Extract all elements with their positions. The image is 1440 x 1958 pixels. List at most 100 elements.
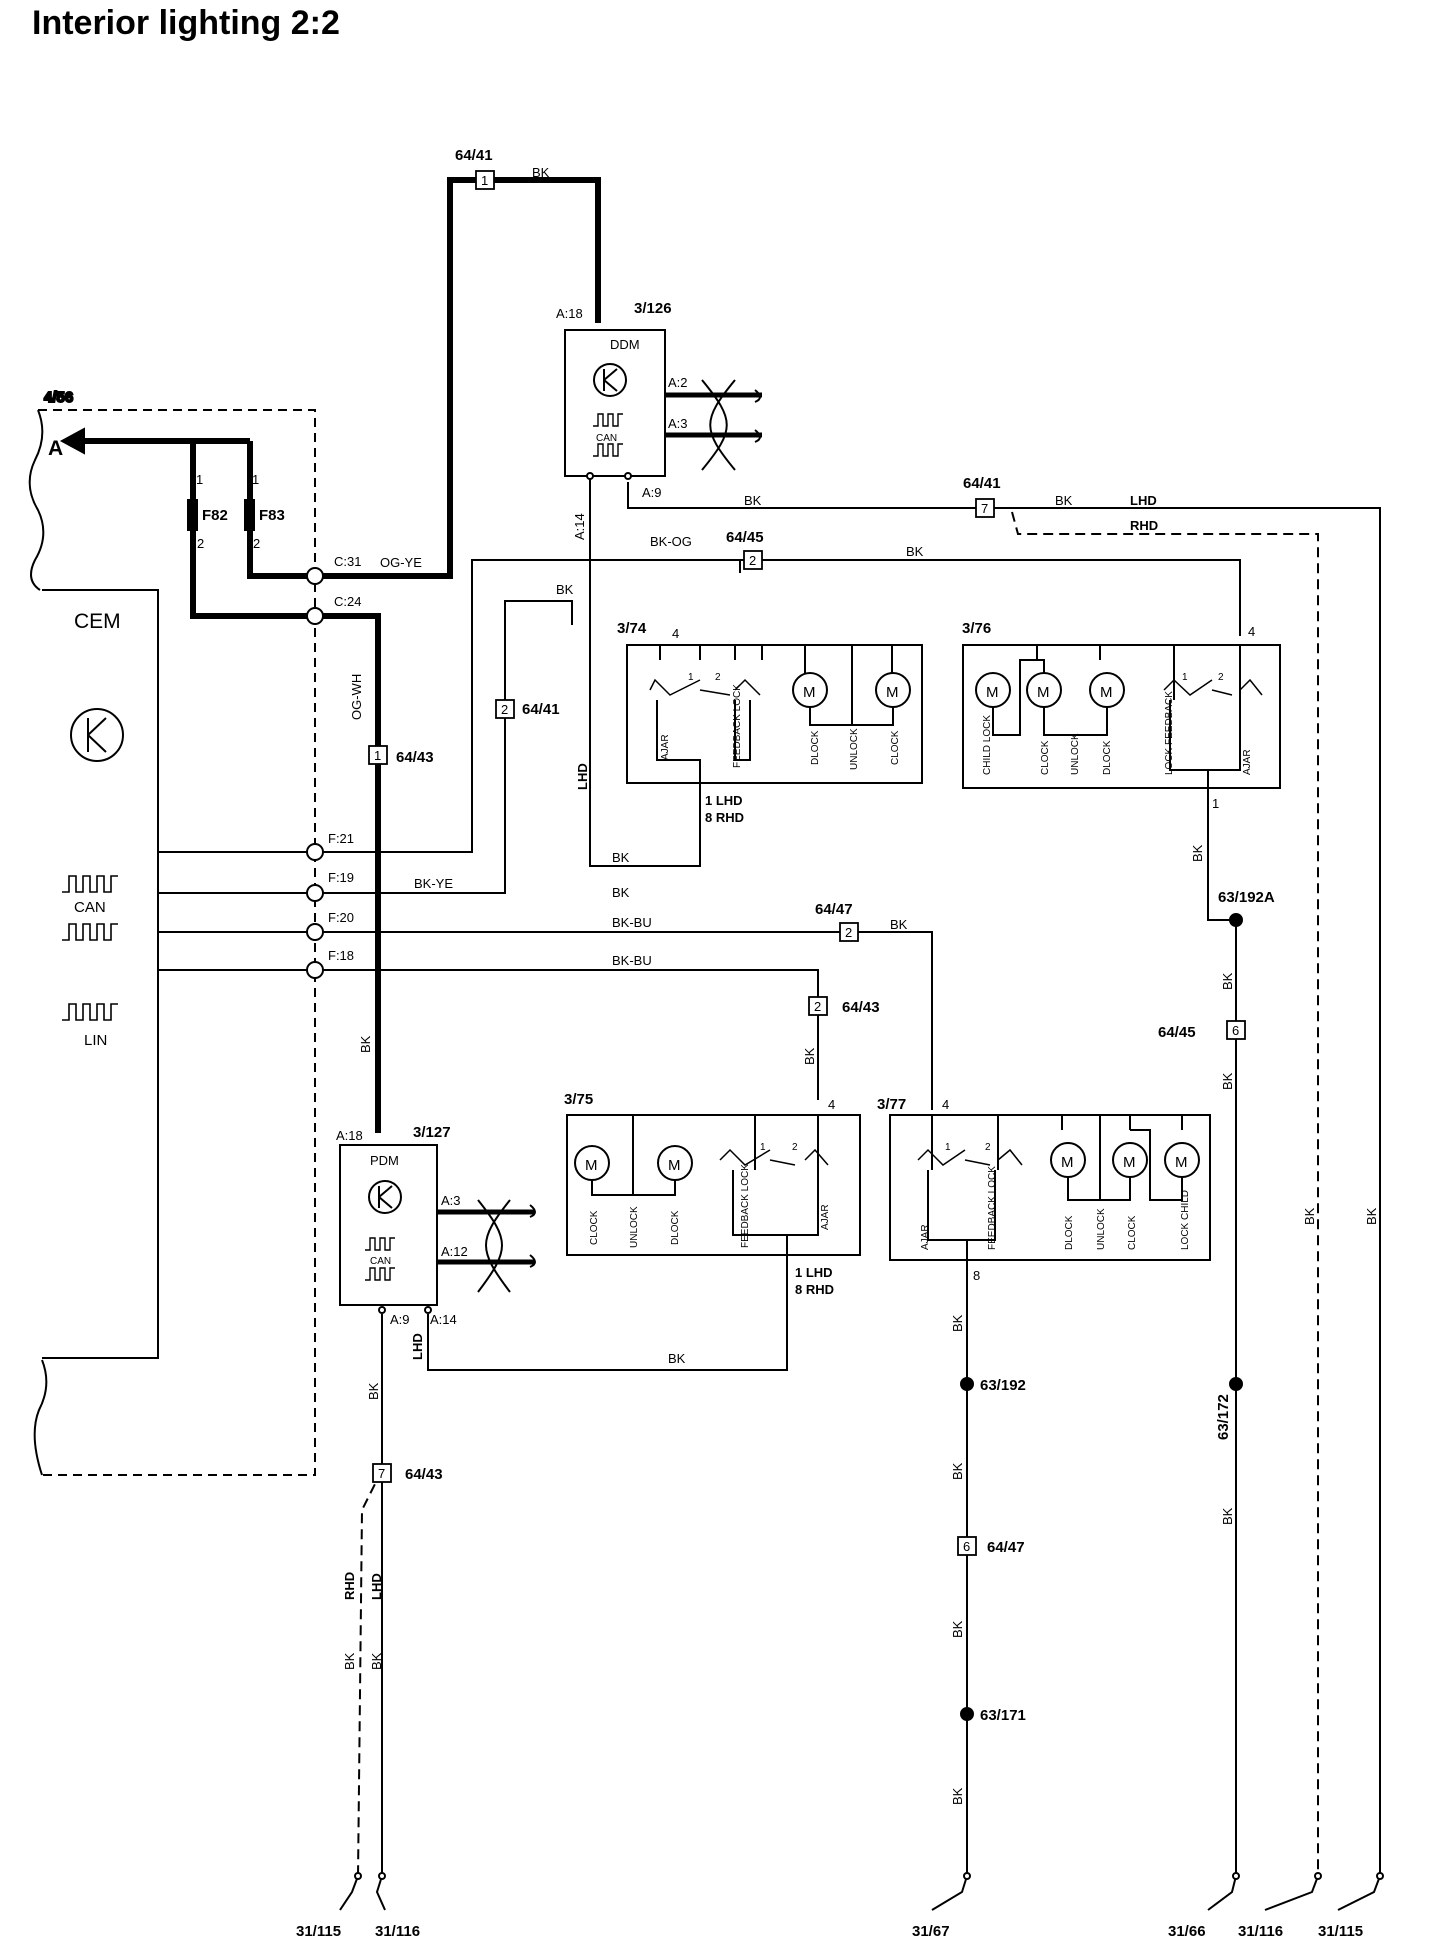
- svg-text:A:9: A:9: [390, 1312, 410, 1327]
- svg-text:1: 1: [1212, 796, 1219, 811]
- svg-text:1: 1: [252, 472, 259, 487]
- svg-text:BK: BK: [668, 1351, 686, 1366]
- door-lock-3-75: 3/75 4 M M CLOCK UNLOCK DLOCK FEEDBACK L…: [564, 1091, 861, 1297]
- svg-text:CLOCK: CLOCK: [890, 730, 901, 765]
- svg-text:BK: BK: [890, 917, 908, 932]
- svg-text:64/41: 64/41: [455, 147, 493, 164]
- svg-text:M: M: [1175, 1154, 1188, 1171]
- splices: [960, 913, 1243, 1721]
- svg-text:1: 1: [945, 1142, 951, 1153]
- door-lock-3-76: 3/76 4 M M M CHILD LOCK CLOCK UNLOCK DLO…: [962, 620, 1281, 811]
- svg-text:AJAR: AJAR: [660, 734, 671, 760]
- svg-text:LOCK FEEDBACK: LOCK FEEDBACK: [1164, 691, 1175, 775]
- arrow-a-label: A: [48, 437, 63, 460]
- svg-text:UNLOCK: UNLOCK: [629, 1206, 640, 1248]
- svg-text:4: 4: [942, 1097, 949, 1112]
- svg-text:BK: BK: [1220, 1507, 1235, 1525]
- svg-text:2: 2: [501, 702, 508, 717]
- cem-lin-label: LIN: [84, 1032, 107, 1049]
- svg-text:3/74: 3/74: [617, 620, 647, 637]
- fuse-f83-icon: [244, 499, 255, 531]
- svg-text:F:20: F:20: [328, 910, 354, 925]
- svg-text:OG-WH: OG-WH: [349, 674, 364, 720]
- svg-text:1 LHD: 1 LHD: [795, 1265, 833, 1280]
- signal-wires: [158, 476, 1381, 1877]
- svg-text:A:2: A:2: [668, 375, 688, 390]
- svg-text:M: M: [1061, 1154, 1074, 1171]
- svg-text:FEEDBACK LOCK: FEEDBACK LOCK: [987, 1166, 998, 1250]
- svg-text:FEEDBACK LOCK: FEEDBACK LOCK: [732, 684, 743, 768]
- svg-text:4: 4: [828, 1097, 835, 1112]
- svg-text:M: M: [1100, 684, 1113, 701]
- svg-text:31/66: 31/66: [1168, 1923, 1206, 1940]
- svg-text:BK: BK: [906, 544, 924, 559]
- svg-text:BK: BK: [612, 885, 630, 900]
- svg-text:F:18: F:18: [328, 948, 354, 963]
- pdm-transistor-icon: [378, 1185, 393, 1209]
- svg-text:31/67: 31/67: [912, 1923, 950, 1940]
- svg-text:DLOCK: DLOCK: [1064, 1215, 1075, 1250]
- cem-ref: 4/56: [44, 389, 73, 406]
- svg-text:8 RHD: 8 RHD: [795, 1282, 834, 1297]
- svg-text:A:18: A:18: [556, 306, 583, 321]
- svg-text:PDM: PDM: [370, 1153, 399, 1168]
- svg-text:M: M: [803, 684, 816, 701]
- svg-text:2: 2: [197, 536, 204, 551]
- fuse-f83-label: F83: [259, 507, 285, 524]
- svg-text:1: 1: [688, 672, 694, 683]
- svg-text:CLOCK: CLOCK: [1040, 740, 1051, 775]
- svg-text:DLOCK: DLOCK: [670, 1210, 681, 1245]
- svg-text:A:3: A:3: [441, 1193, 461, 1208]
- svg-text:C:24: C:24: [334, 594, 361, 609]
- svg-text:64/41: 64/41: [963, 475, 1001, 492]
- svg-text:2: 2: [715, 672, 721, 683]
- svg-text:OG-YE: OG-YE: [380, 555, 422, 570]
- svg-text:BK: BK: [950, 1462, 965, 1480]
- ground-connectors: [339, 1872, 1384, 1911]
- page-title: Interior lighting 2:2: [32, 4, 340, 42]
- svg-text:3/77: 3/77: [877, 1096, 906, 1113]
- svg-text:UNLOCK: UNLOCK: [1096, 1208, 1107, 1250]
- svg-text:DDM: DDM: [610, 337, 640, 352]
- svg-text:F:19: F:19: [328, 870, 354, 885]
- svg-text:64/43: 64/43: [405, 1466, 443, 1483]
- svg-text:M: M: [585, 1157, 598, 1174]
- svg-text:63/171: 63/171: [980, 1707, 1026, 1724]
- svg-text:BK: BK: [532, 165, 550, 180]
- svg-text:BK-BU: BK-BU: [612, 915, 652, 930]
- svg-text:64/43: 64/43: [396, 749, 434, 766]
- svg-text:1 LHD: 1 LHD: [705, 793, 743, 808]
- svg-text:BK: BK: [1055, 493, 1073, 508]
- svg-text:FEEDBACK LOCK: FEEDBACK LOCK: [740, 1164, 751, 1248]
- svg-text:63/192A: 63/192A: [1218, 889, 1275, 906]
- svg-text:UNLOCK: UNLOCK: [1070, 733, 1081, 775]
- svg-text:CAN: CAN: [596, 433, 617, 444]
- svg-text:7: 7: [981, 501, 988, 516]
- svg-text:2: 2: [845, 925, 852, 940]
- pdm-ref: 3/127: [413, 1124, 451, 1141]
- svg-text:1: 1: [196, 472, 203, 487]
- svg-text:2: 2: [985, 1142, 991, 1153]
- svg-text:C:31: C:31: [334, 554, 361, 569]
- svg-text:CAN: CAN: [370, 1256, 391, 1267]
- svg-text:DLOCK: DLOCK: [1102, 740, 1113, 775]
- svg-text:RHD: RHD: [1130, 518, 1158, 533]
- svg-text:BK: BK: [950, 1314, 965, 1332]
- svg-text:LHD: LHD: [410, 1333, 425, 1360]
- svg-text:64/45: 64/45: [726, 529, 764, 546]
- svg-text:63/172: 63/172: [1215, 1394, 1232, 1440]
- svg-text:6: 6: [963, 1539, 970, 1554]
- svg-text:2: 2: [749, 553, 756, 568]
- svg-text:64/43: 64/43: [842, 999, 880, 1016]
- svg-text:1: 1: [760, 1142, 766, 1153]
- svg-text:BK: BK: [556, 582, 574, 597]
- svg-text:BK: BK: [1190, 844, 1205, 862]
- svg-text:BK-BU: BK-BU: [612, 953, 652, 968]
- ddm-twisted-pair-icon: [701, 379, 736, 471]
- svg-text:64/47: 64/47: [987, 1539, 1025, 1556]
- svg-text:RHD: RHD: [342, 1572, 357, 1600]
- svg-text:BK: BK: [802, 1047, 817, 1065]
- svg-text:A:18: A:18: [336, 1128, 363, 1143]
- svg-text:31/116: 31/116: [1238, 1923, 1283, 1940]
